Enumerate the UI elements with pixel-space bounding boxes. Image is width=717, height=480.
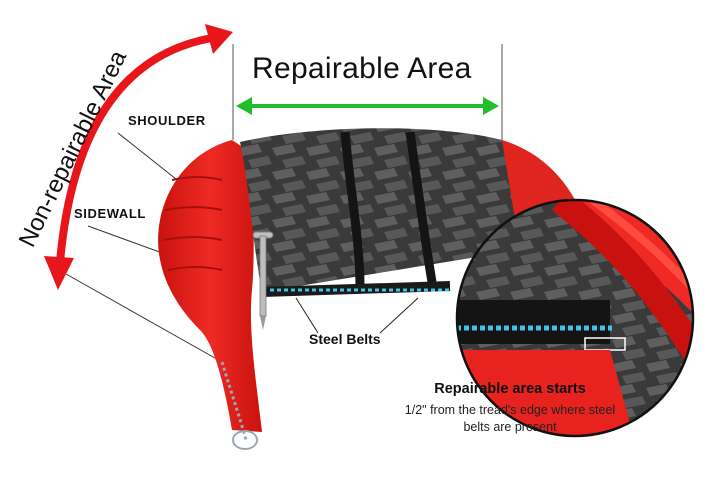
repairable-note-body: 1/2" from the tread's edge where steel b… [404, 403, 616, 434]
non-repairable-area-arrow [44, 24, 233, 290]
steel-belts-leader-2 [379, 297, 419, 334]
repairable-area-title: Repairable Area [252, 52, 472, 85]
steel-belts-label: Steel Belts [309, 331, 381, 347]
section-leader [65, 273, 223, 363]
repairable-note-title: Repairable area starts [434, 381, 586, 397]
shoulder-label: SHOULDER [128, 113, 206, 128]
sidewall-label: SIDEWALL [74, 206, 146, 221]
repairable-area-arrow [236, 97, 499, 115]
nail-icon [252, 231, 274, 330]
zoom-circle-icon [455, 198, 695, 438]
steel-belts-leader-1 [295, 297, 319, 334]
